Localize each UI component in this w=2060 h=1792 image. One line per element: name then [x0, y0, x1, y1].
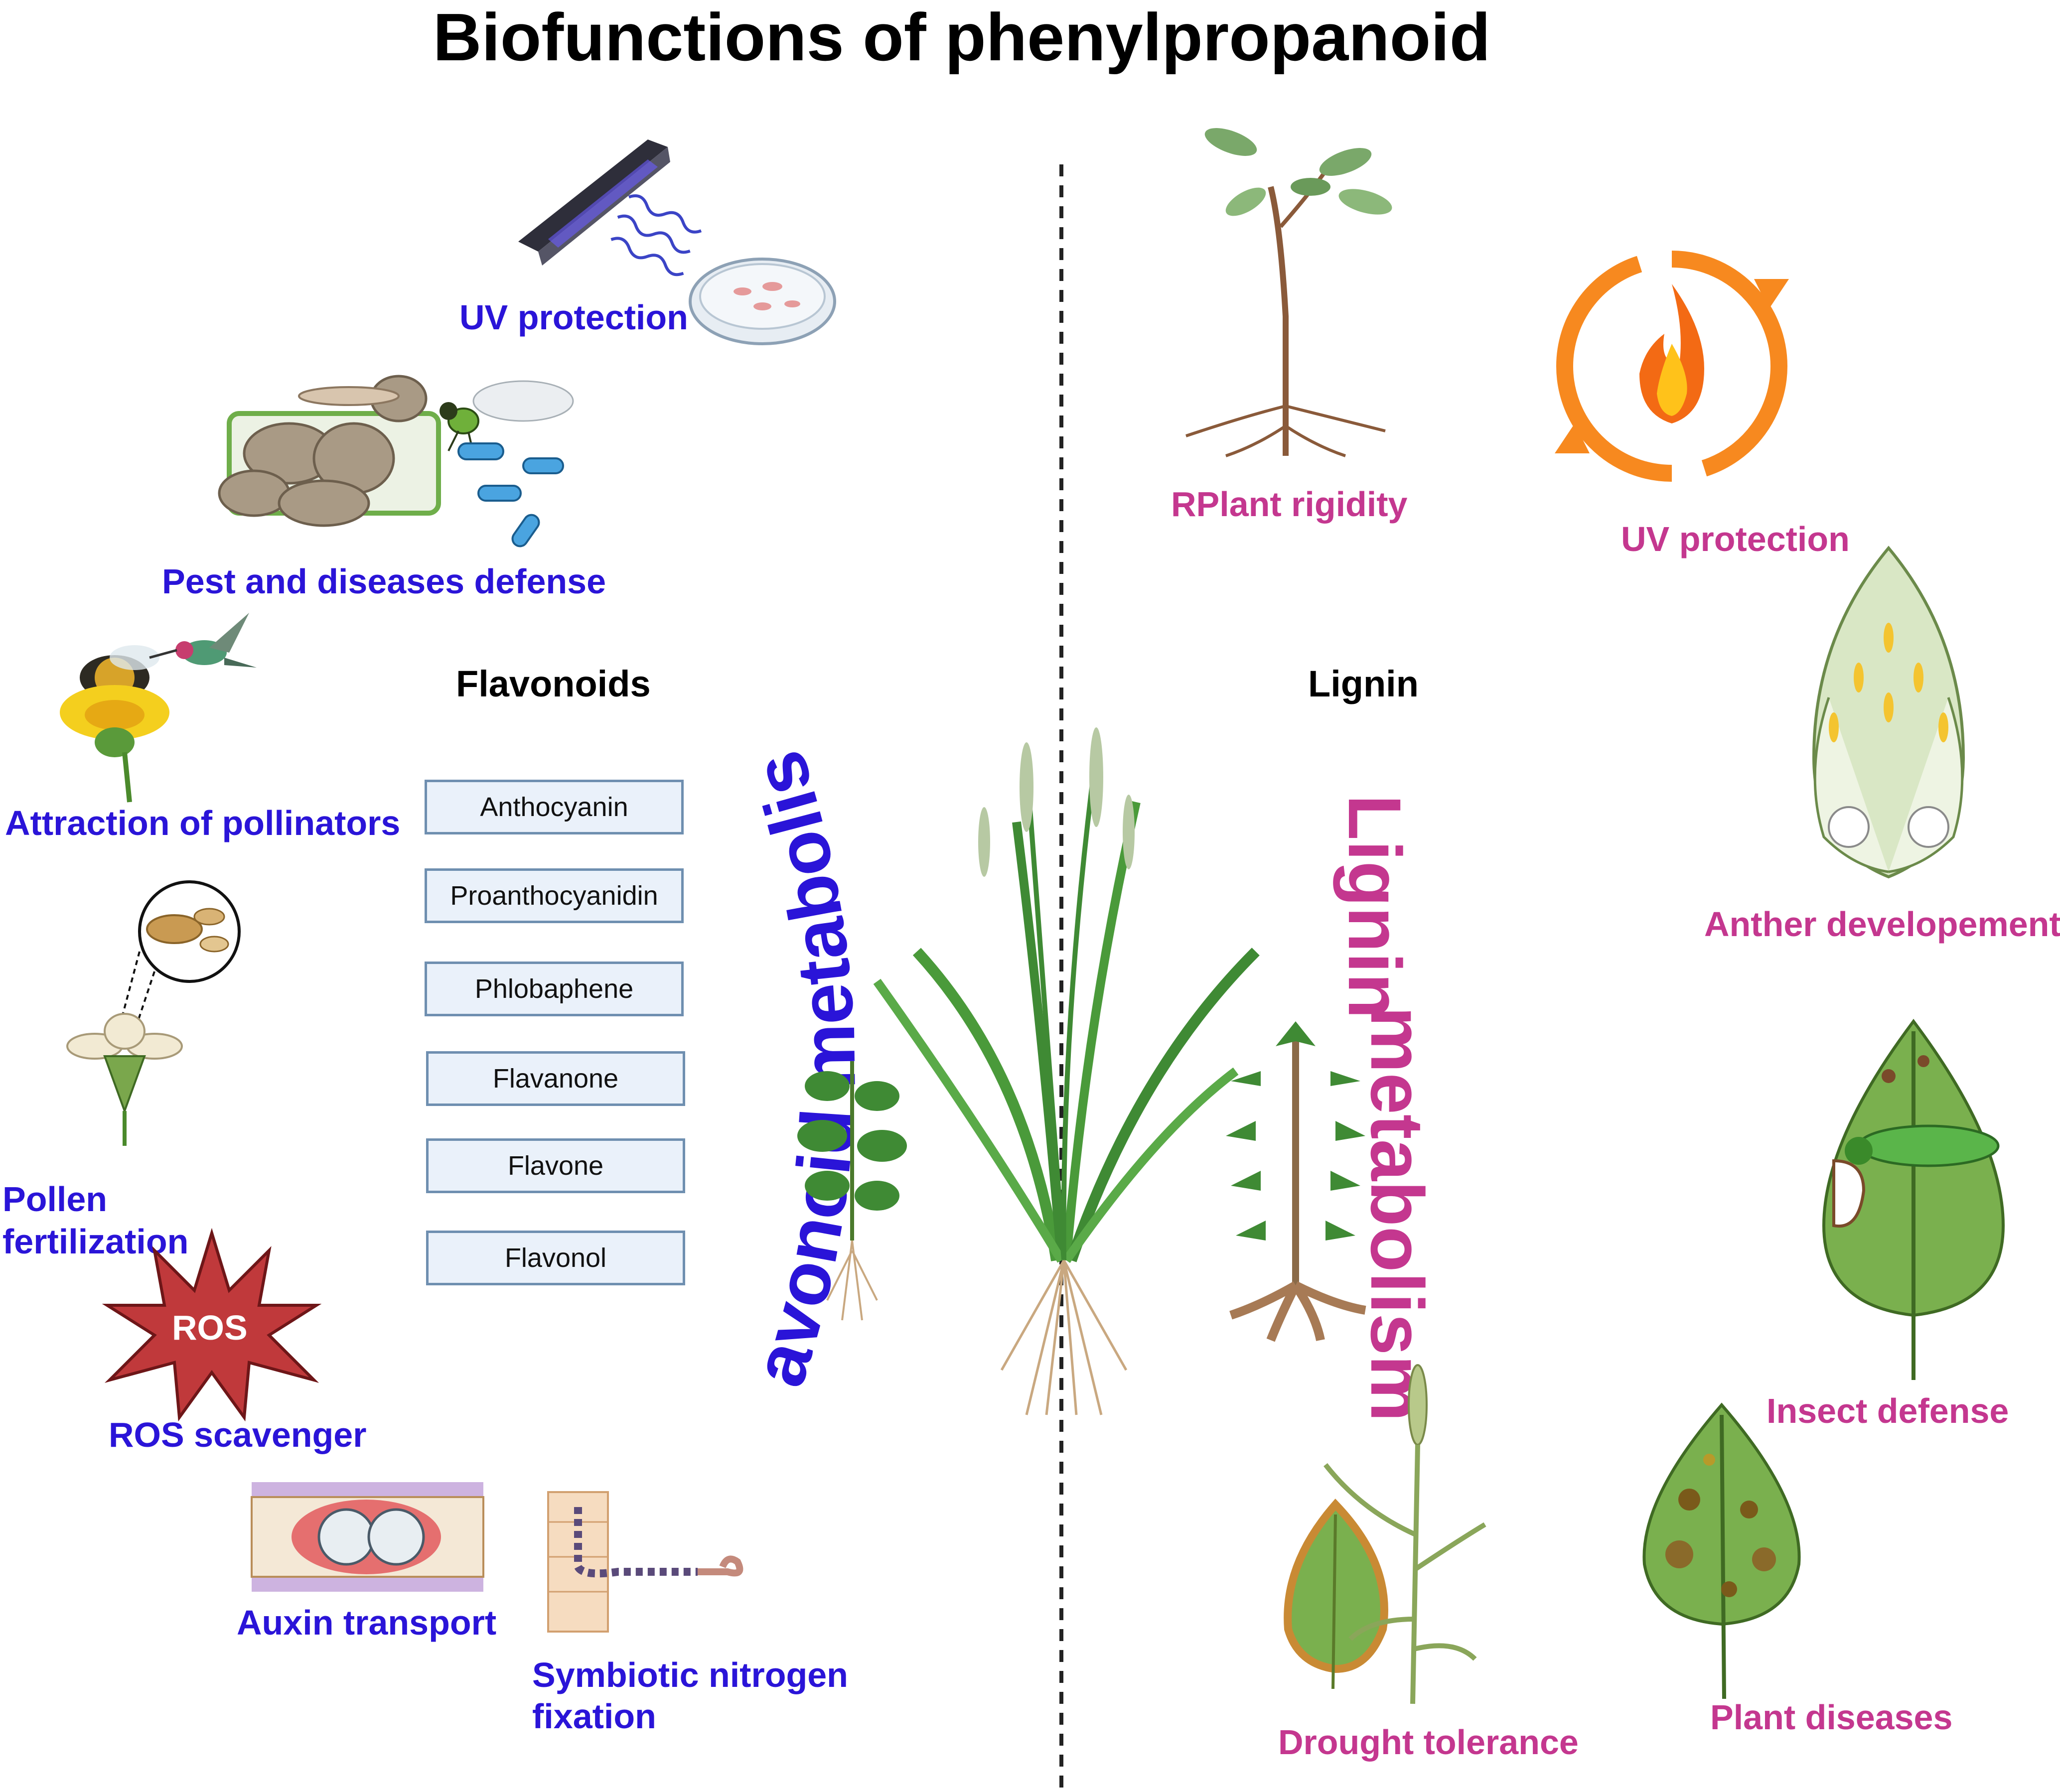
compound-box: Proanthocyanidin — [425, 868, 684, 923]
label-uv-protection-flavonoid: UV protection — [459, 298, 688, 337]
flavonoid-metabolism-arc: Flavonoid metabolism — [654, 655, 871, 1395]
diseased-leaf-icon — [1642, 1402, 1801, 1699]
label-uv-protection-lignin: UV protection — [1621, 520, 1850, 558]
page-title: Biofunctions of phenylpropanoid — [433, 0, 1491, 75]
flower-icon — [60, 685, 169, 803]
hummingbird-icon — [149, 613, 257, 668]
anther-icon — [1812, 546, 1965, 879]
petri-dish-icon — [689, 258, 836, 345]
plant-cell-icon — [218, 375, 441, 527]
label-drought-tolerance: Drought tolerance — [1278, 1723, 1579, 1762]
label-plant-rigidity: RPlant rigidity — [1171, 485, 1408, 524]
label-ros-scavenger: ROS scavenger — [109, 1415, 367, 1454]
ros-star-icon — [102, 1228, 322, 1422]
compound-box: Flavanone — [426, 1051, 685, 1106]
grass-plant-icon — [873, 727, 1260, 1415]
compound-box: Anthocyanin — [425, 780, 684, 834]
label-auxin-transport: Auxin transport — [237, 1603, 497, 1642]
heading-lignin: Lignin — [1308, 663, 1419, 704]
tree-sapling-icon — [1185, 128, 1392, 457]
pollen-flower-icon — [66, 880, 241, 1146]
compound-box: Phlobaphene — [425, 962, 684, 1016]
lignin-word-container: Lignin — [1323, 795, 1418, 1019]
label-insect-defense: Insect defense — [1766, 1391, 2009, 1430]
drought-leaf-icon — [1284, 1499, 1388, 1689]
label-pest-defense: Pest and diseases defense — [162, 562, 606, 601]
auxin-tissue-icon — [251, 1482, 484, 1592]
wheat-icon — [1324, 1364, 1486, 1704]
compound-box: Flavonol — [426, 1231, 685, 1285]
fire-cycle-icon — [1555, 251, 1789, 482]
label-attraction-pollinators: Attraction of pollinators — [5, 804, 401, 842]
bacteria-icon — [457, 442, 564, 548]
compound-box: Flavone — [426, 1138, 685, 1193]
label-anther-development: Anther developement — [1704, 905, 2060, 944]
label-plant-diseases: Plant diseases — [1710, 1698, 1953, 1737]
seedling-icon — [797, 1061, 907, 1321]
insect-leaf-icon — [1822, 1018, 2005, 1380]
cassava-plant-icon — [1226, 1021, 1366, 1342]
label-symbiotic-nitrogen: Symbiotic nitrogen — [532, 1655, 848, 1694]
ros-badge-label: ROS — [172, 1308, 248, 1347]
label-pollen: Pollen — [2, 1180, 108, 1219]
uv-lamp-icon — [518, 139, 702, 276]
heading-flavonoids: Flavonoids — [456, 663, 651, 704]
root-nodule-icon — [547, 1491, 743, 1633]
label-fixation: fixation — [532, 1697, 656, 1736]
lignin-metabolism-word1: Lignin — [1333, 795, 1417, 1019]
